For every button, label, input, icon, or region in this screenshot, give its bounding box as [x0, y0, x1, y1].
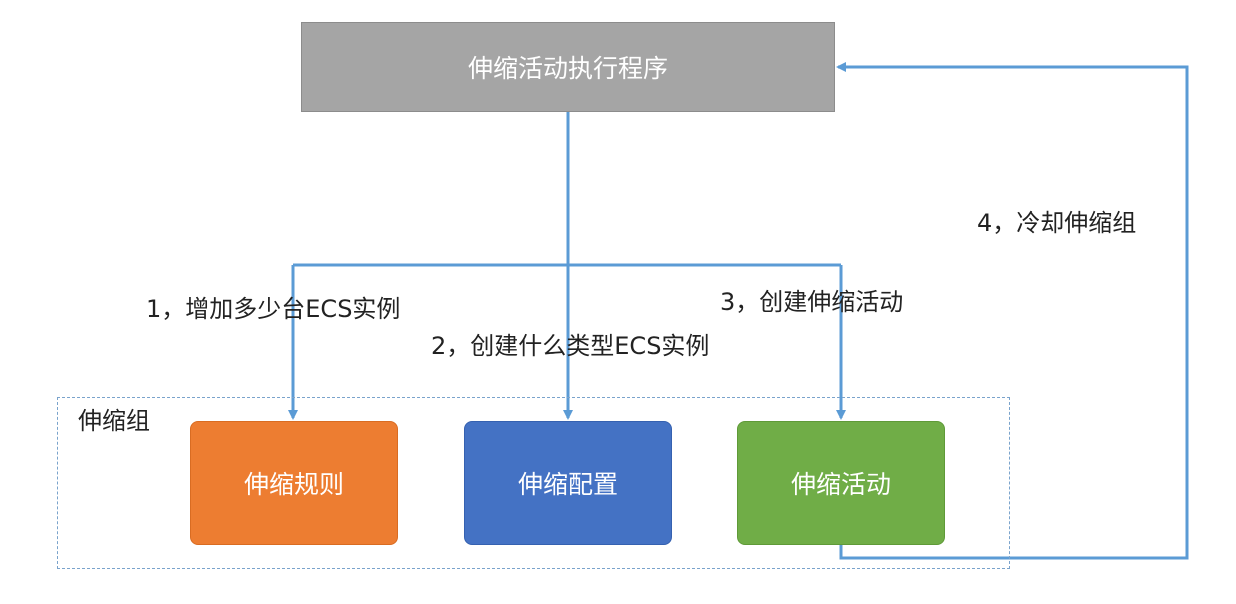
step-3-label: 3，创建伸缩活动: [720, 288, 904, 316]
step-2-label: 2，创建什么类型ECS实例: [431, 332, 710, 360]
scaling-config-label: 伸缩配置: [517, 470, 618, 499]
scaling-group-label: 伸缩组: [78, 407, 150, 435]
scaling-group-frame: [57, 397, 1010, 569]
scaling-rules-box: 伸缩规则: [190, 421, 398, 545]
executor-label: 伸缩活动执行程序: [467, 54, 668, 83]
scaling-activity-label: 伸缩活动: [790, 470, 891, 499]
step-4-label: 4，冷却伸缩组: [977, 209, 1137, 237]
scaling-config-box: 伸缩配置: [464, 421, 672, 545]
step-1-label: 1，增加多少台ECS实例: [146, 295, 401, 323]
scaling-activity-box: 伸缩活动: [737, 421, 945, 545]
scaling-rules-label: 伸缩规则: [243, 470, 344, 499]
feedback-loop-arrow: [836, 62, 1189, 560]
executor-box: 伸缩活动执行程序: [301, 22, 835, 112]
